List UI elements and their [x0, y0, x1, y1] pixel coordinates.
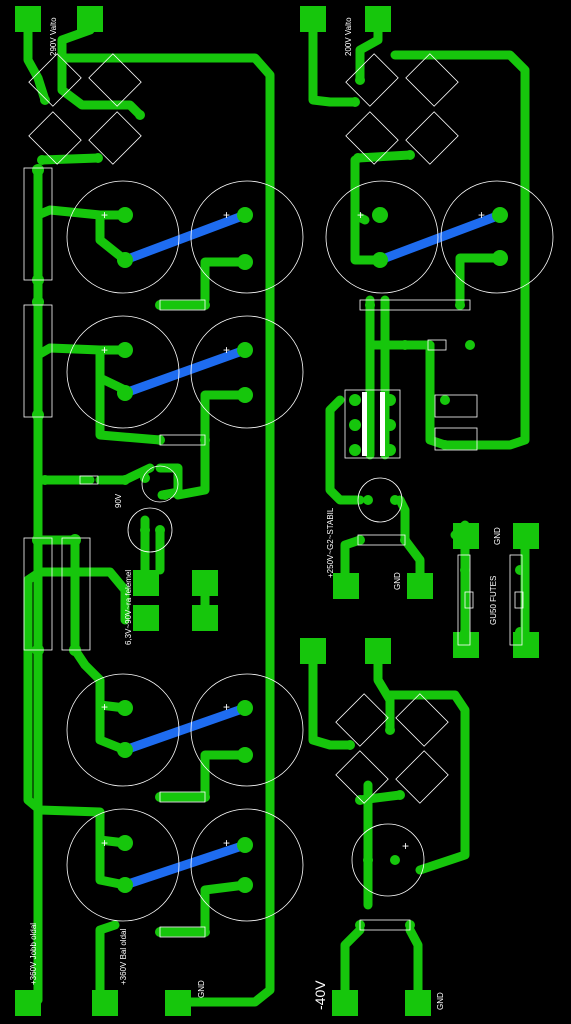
copper-traces	[15, 13, 530, 1007]
silkscreen	[23, 53, 554, 938]
label-ac200: 200V Valto	[344, 17, 353, 56]
svg-text:+: +	[101, 836, 108, 850]
label-heater: 6,3V~90V~ra felemel	[124, 570, 133, 645]
svg-text:+: +	[101, 343, 108, 357]
label-stab: +250V~G2~STABIL	[326, 507, 335, 578]
svg-text:+: +	[402, 839, 409, 853]
label-fuses: GU50 FUTES	[489, 576, 498, 625]
label-neg40: -40V	[312, 980, 328, 1010]
polarity-marks: + + + + + + + + + + +	[101, 208, 485, 853]
label-gnd-right: GND	[493, 527, 502, 545]
svg-text:+: +	[223, 208, 230, 222]
label-ac290: 290V Valto	[49, 17, 58, 56]
film-caps	[362, 392, 385, 456]
label-gnd-bottom: GND	[197, 980, 206, 998]
svg-text:+: +	[223, 700, 230, 714]
svg-text:+: +	[101, 208, 108, 222]
svg-text:+: +	[478, 208, 485, 222]
label-gnd-stab: GND	[393, 572, 402, 590]
label-bal: +360V Bal oldal	[119, 929, 128, 985]
svg-text:+: +	[357, 208, 364, 222]
svg-text:+: +	[223, 343, 230, 357]
jumper-wires	[120, 210, 505, 890]
svg-text:+: +	[101, 700, 108, 714]
label-jobb: +360V Jobb oldal	[29, 923, 38, 985]
svg-text:+: +	[223, 836, 230, 850]
label-90v: 90V	[114, 493, 123, 508]
label-gnd-neg: GND	[436, 992, 445, 1010]
terminal-pads	[15, 6, 539, 1016]
